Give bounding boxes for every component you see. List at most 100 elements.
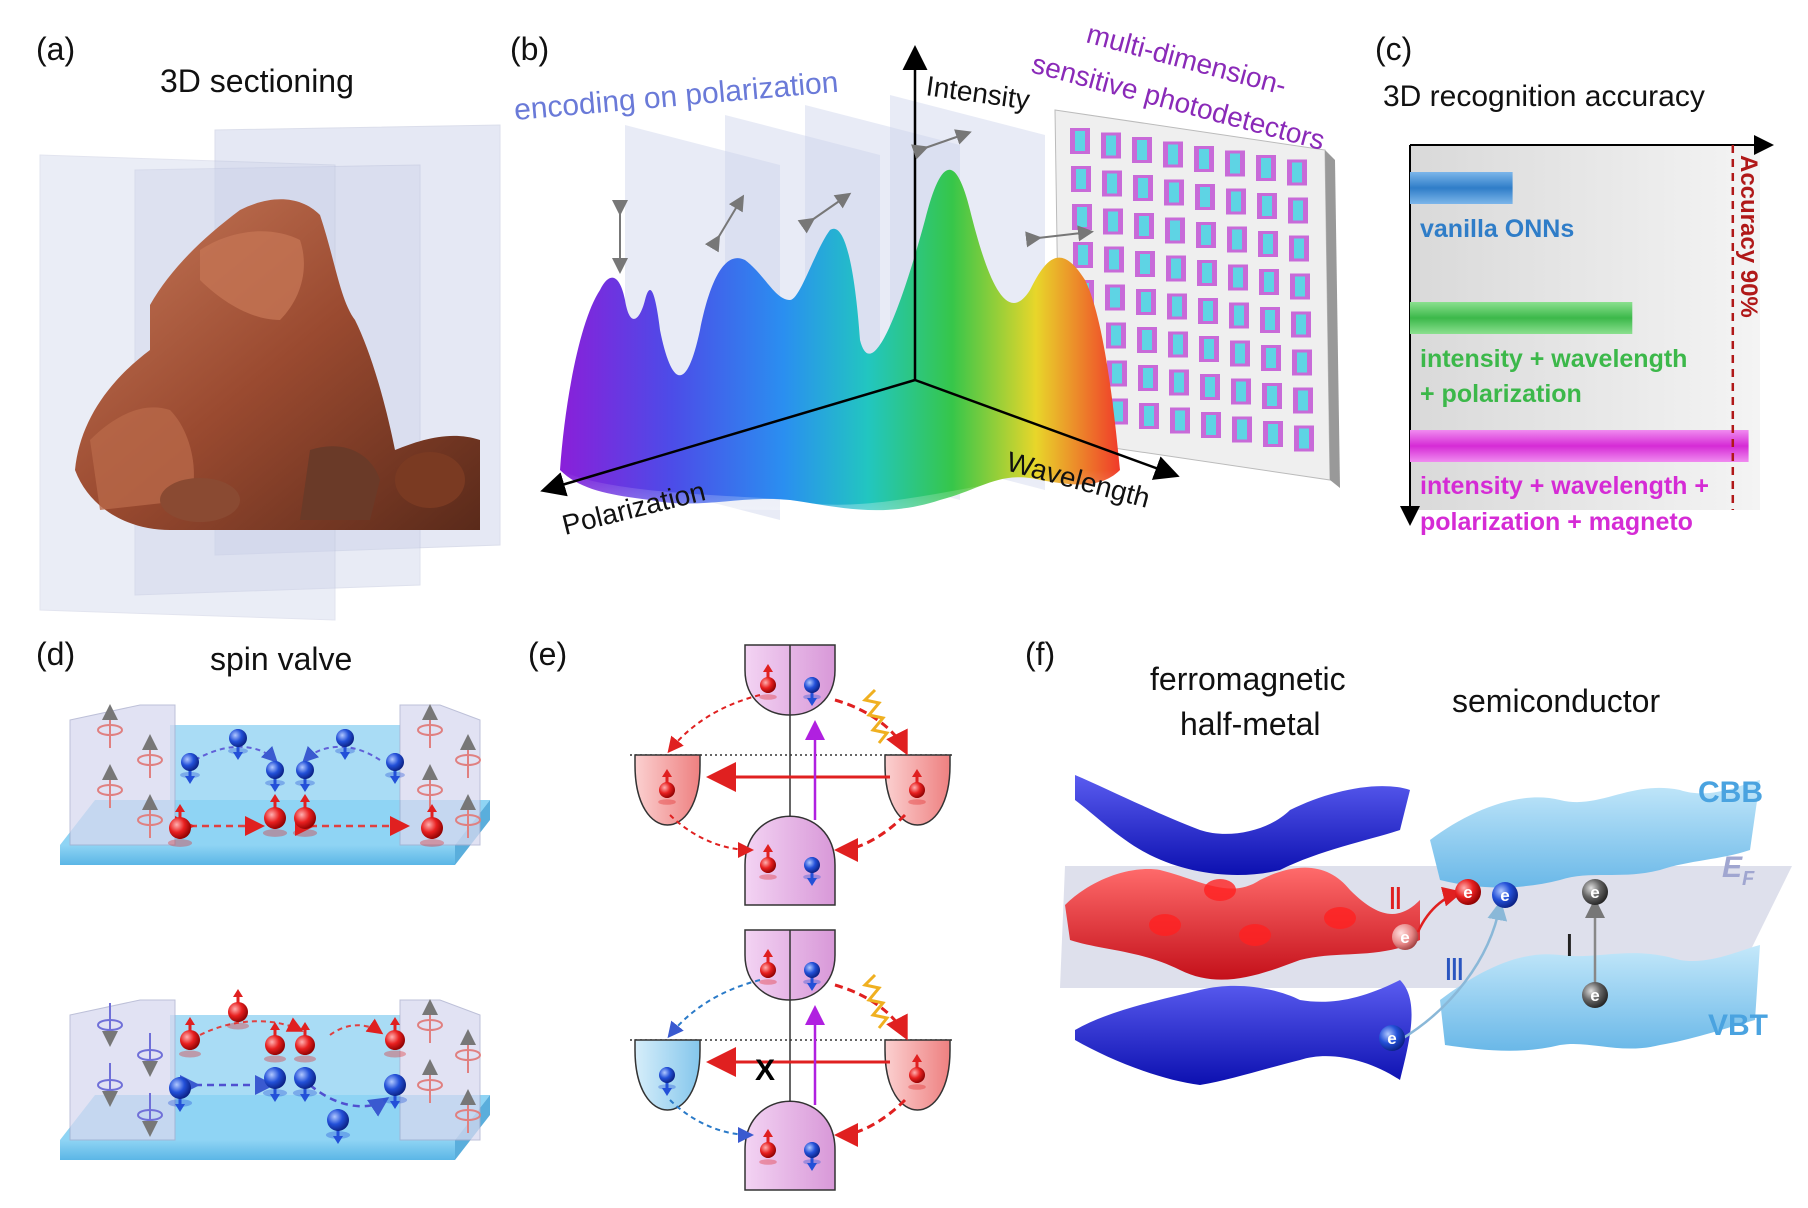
detector-pixel-core (1234, 305, 1244, 326)
spin-down-electron (327, 1109, 349, 1131)
semiconductor-conduction-band (1430, 780, 1760, 888)
detector-pixel-core (1168, 144, 1178, 165)
spectrum-surface (560, 169, 1120, 516)
accuracy-threshold-label: Accuracy 90% (1735, 155, 1762, 318)
detector-pixel-core (1106, 135, 1116, 156)
detector-pixel-core (1231, 191, 1241, 212)
spin-down-electron (266, 761, 284, 779)
chart-bar (1410, 172, 1513, 204)
detector-pixel-core (1110, 287, 1120, 308)
spin-shadow (294, 1055, 316, 1063)
transfer-arrow (667, 979, 761, 1039)
detector-pixel-core (1112, 363, 1122, 384)
axes-3d (540, 45, 1180, 497)
spin-up-arrowhead (185, 1017, 195, 1025)
spin-up-arrowhead (427, 804, 437, 812)
panel-c: (c) 3D recognition accuracy Accuracy 90%… (1375, 31, 1774, 536)
photon-icon (861, 973, 890, 1029)
detector-pixel-core (1141, 292, 1151, 312)
bar2-label-line2: + polarization (1420, 380, 1582, 408)
detector-pixel-core (1298, 390, 1308, 411)
spin-down-electron (181, 753, 199, 771)
electron (1455, 879, 1481, 905)
spin-pocket (1239, 924, 1271, 946)
detector-pixel-core (1294, 238, 1304, 259)
spin-up-arrowhead (300, 794, 310, 802)
panel-a-title: 3D sectioning (160, 63, 354, 99)
detector-pixel-core (1296, 314, 1306, 335)
cbb-label: CBB (1698, 776, 1763, 809)
spin-up-arrowhead (270, 1022, 280, 1030)
ferromagnet-title-line1: ferromagnetic (1150, 661, 1346, 697)
detector-pixel-core (1174, 372, 1184, 393)
transfer-arrow (834, 698, 908, 756)
detector-pixel-core (1233, 267, 1243, 288)
detector-pixel-core (1171, 258, 1181, 279)
spin-pocket (1324, 907, 1356, 929)
detector-pixel-core (1139, 216, 1149, 236)
spin-shadow (262, 829, 288, 837)
spin-down-electron (804, 962, 820, 978)
spin-up-arrowhead (763, 844, 773, 852)
ferro-upper-band (1075, 775, 1410, 875)
spin-shadow (908, 1084, 926, 1090)
spin-down-arrowhead (390, 776, 400, 784)
detector-pixel-core (1107, 173, 1117, 194)
electron-symbol: e (1387, 1029, 1396, 1048)
ferro-red-band (1065, 867, 1420, 980)
spin-up-electron (385, 1030, 405, 1050)
panel-d-title: spin valve (210, 641, 352, 677)
panel-d-label: (d) (36, 636, 75, 672)
spin-shadow (384, 1050, 406, 1058)
spin-transport-arrow (194, 745, 278, 763)
chart-bar (1410, 302, 1633, 334)
detector-pixel-core (1205, 377, 1215, 397)
detector-pixel-core (1295, 276, 1305, 297)
detector-pixel-core (1237, 419, 1247, 440)
detector-pixel-core (1108, 211, 1118, 232)
panel-e-label: (e) (528, 636, 567, 672)
chart-bar (1410, 430, 1749, 462)
detector-pixel-core (1268, 424, 1278, 444)
spin-down-electron (296, 761, 314, 779)
vbt-label: VBT (1708, 1009, 1768, 1042)
detector-pixel-core (1232, 229, 1242, 250)
transfer-arrow (834, 813, 907, 862)
spin-shadow (759, 694, 777, 700)
spin-pocket (1149, 914, 1181, 936)
spin-shadow (179, 1050, 201, 1058)
spin-down-arrowhead (300, 1094, 310, 1102)
spin-up-electron (264, 807, 286, 829)
spin-up-electron (909, 1067, 925, 1083)
spin-pocket (1204, 879, 1236, 901)
encoding-label: encoding on polarization (513, 66, 840, 127)
band-diagram-bottom (630, 929, 955, 1191)
spin-shadow (658, 799, 676, 805)
bar3-label-line2: polarization + magneto (1420, 508, 1693, 536)
spin-down-electron (264, 1067, 286, 1089)
electron-symbol: e (1590, 883, 1599, 902)
detector-pixel-core (1266, 348, 1276, 368)
detector-pixel-core (1206, 415, 1216, 435)
detector-pixel-core (1113, 401, 1123, 422)
ferromagnet-title-line2: half-metal (1180, 706, 1321, 742)
detector-pixel-core (1262, 196, 1272, 216)
panel-d: (d) spin valve (36, 636, 490, 1160)
panel-a-label: (a) (36, 31, 75, 67)
spin-down-electron (804, 1142, 820, 1158)
spin-up-arrowhead (175, 804, 185, 812)
spin-down-electron (229, 729, 247, 747)
electron (1492, 882, 1518, 908)
electron (1379, 1025, 1405, 1051)
spin-shadow (167, 839, 193, 847)
spin-up-electron (760, 857, 776, 873)
detector-pixel-core (1267, 386, 1277, 406)
detector-pixel-core (1264, 272, 1274, 292)
electron-symbol: e (1590, 986, 1599, 1005)
spin-down-arrowhead (270, 784, 280, 792)
bar2-label-line1: intensity + wavelength (1420, 345, 1687, 373)
detector-pixel-core (1170, 220, 1180, 241)
spin-up-electron (421, 817, 443, 839)
spin-up-electron (659, 782, 675, 798)
